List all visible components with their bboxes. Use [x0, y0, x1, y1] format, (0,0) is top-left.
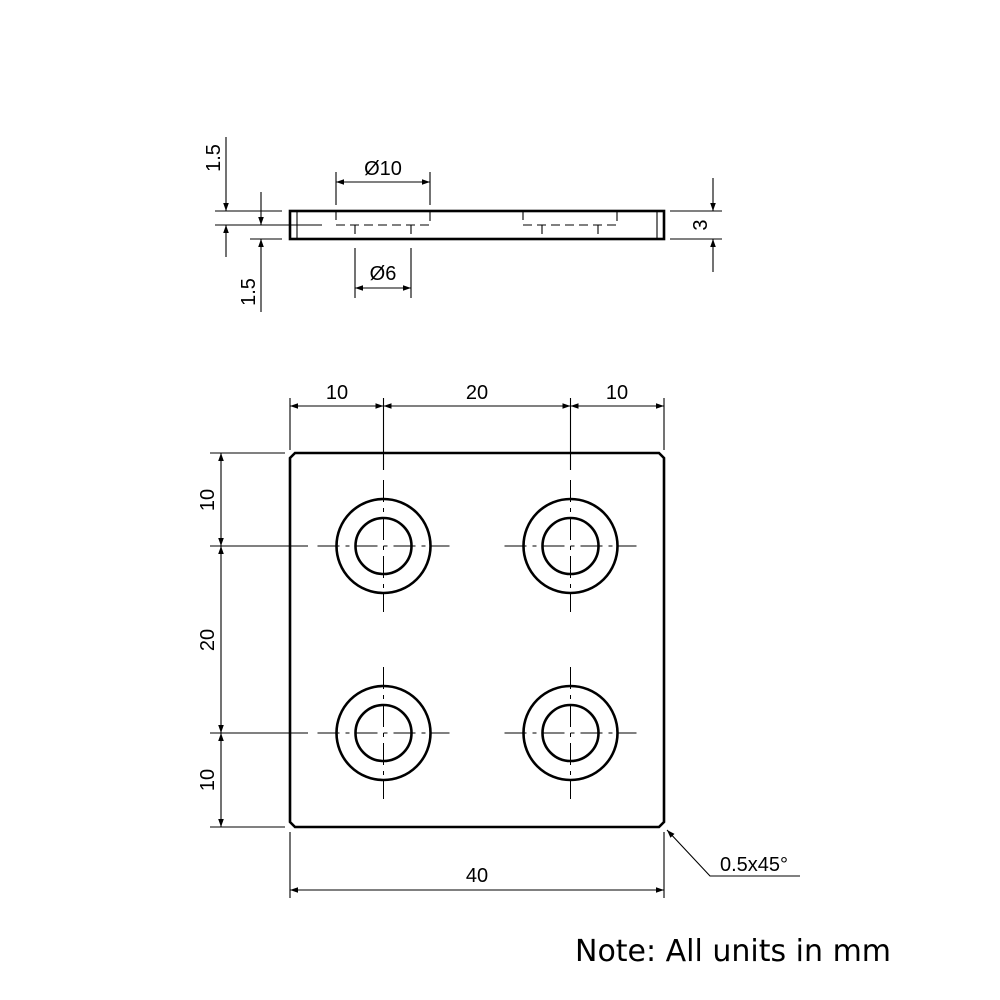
dim-overall-width: 40	[466, 865, 488, 887]
top-view: 10 20 10 10 20 10 40 0.5x45°	[197, 382, 800, 898]
dim-top-offset: 10	[197, 489, 219, 511]
dim-hole-depth: 1.5	[238, 278, 260, 306]
dim-right-offset: 10	[606, 382, 628, 404]
side-view: Ø10 Ø6 1.5 1.5 3	[203, 137, 722, 312]
dim-counterbore-depth: 1.5	[203, 144, 225, 172]
counterbored-hole	[504, 667, 637, 799]
counterbored-hole	[317, 480, 450, 612]
dim-bottom-offset: 10	[197, 769, 219, 791]
units-note: Note: All units in mm	[575, 934, 891, 969]
dim-chamfer: 0.5x45°	[720, 854, 788, 876]
hidden-counterbore-1	[335, 211, 431, 239]
hidden-counterbore-2	[522, 211, 618, 239]
dim-hole-spacing-y: 20	[197, 629, 219, 651]
chamfer-leader	[666, 829, 800, 877]
counterbored-hole	[504, 480, 637, 612]
plate-outline	[288, 451, 666, 829]
dim-left-offset: 10	[326, 382, 348, 404]
counterbored-hole	[317, 667, 450, 799]
dim-hole-diameter: Ø6	[370, 263, 397, 285]
dim-counterbore-diameter: Ø10	[364, 158, 402, 180]
dim-thickness: 3	[690, 219, 712, 230]
dim-hole-spacing-x: 20	[466, 382, 488, 404]
